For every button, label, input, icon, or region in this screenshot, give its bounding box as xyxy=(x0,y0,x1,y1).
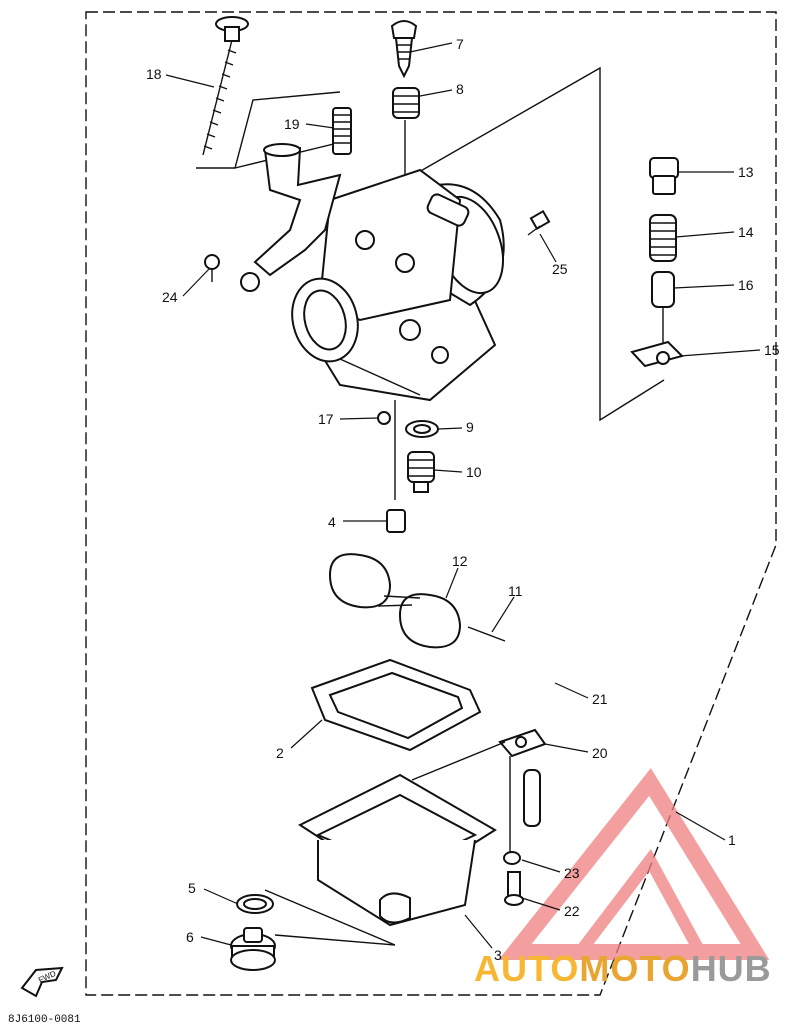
part-13-cap xyxy=(649,157,679,195)
callout-13: 13 xyxy=(738,164,754,180)
callout-15: 15 xyxy=(764,342,780,358)
part-4-main-jet xyxy=(386,509,406,533)
callout-19: 19 xyxy=(284,116,300,132)
part-7-screw xyxy=(390,20,418,79)
part-16-throttle-valve xyxy=(651,271,675,350)
part-23-washer xyxy=(503,851,521,865)
callout-6: 6 xyxy=(186,929,194,945)
callout-3: 3 xyxy=(494,947,502,963)
watermark-logo xyxy=(498,768,770,960)
part-22-screw xyxy=(504,871,524,906)
part-25-screw xyxy=(527,209,551,236)
assembly-boundary xyxy=(85,11,777,996)
part-24-screw xyxy=(204,254,220,282)
callout-9: 9 xyxy=(466,419,474,435)
callout-5: 5 xyxy=(188,880,196,896)
part-12-float xyxy=(328,553,462,649)
part-17-clip xyxy=(377,411,391,425)
part-6-drain-plug xyxy=(230,927,276,971)
watermark-brand: AUTOMOTOHUB xyxy=(474,948,772,990)
callout-16: 16 xyxy=(738,277,754,293)
part-21-tube xyxy=(523,543,618,716)
callout-14: 14 xyxy=(738,224,754,240)
callout-2: 2 xyxy=(276,745,284,761)
part-20-bracket xyxy=(498,728,547,827)
callout-20: 20 xyxy=(592,745,608,761)
figure-code: 8J6100-0081 xyxy=(8,1014,81,1026)
callout-17: 17 xyxy=(318,411,334,427)
callout-4: 4 xyxy=(328,514,336,530)
carburetor-body xyxy=(240,143,505,402)
part-3-float-bowl xyxy=(297,773,497,927)
part-2-gasket xyxy=(310,658,482,752)
callout-7: 7 xyxy=(456,36,464,52)
callout-24: 24 xyxy=(162,289,178,305)
callout-23: 23 xyxy=(564,865,580,881)
callout-21: 21 xyxy=(592,691,608,707)
watermark-part-hub: HUB xyxy=(690,948,772,989)
callout-1: 1 xyxy=(728,832,736,848)
part-15-clip-plate xyxy=(630,340,684,368)
part-14-spring xyxy=(649,214,677,262)
callout-12: 12 xyxy=(452,553,468,569)
watermark-part-auto: AUTO xyxy=(474,948,580,989)
part-9-washer xyxy=(405,420,439,438)
watermark-part-moto: MOTO xyxy=(579,948,691,989)
fwd-arrow-icon: FWD xyxy=(20,966,64,998)
part-5-o-ring xyxy=(236,894,274,914)
part-11-float-pin xyxy=(467,626,506,642)
leader-lines xyxy=(165,42,761,949)
callout-22: 22 xyxy=(564,903,580,919)
callout-25: 25 xyxy=(552,261,568,277)
part-19-group-box xyxy=(196,91,341,169)
part-18-screw xyxy=(202,16,249,156)
part-19-spring xyxy=(332,107,352,155)
callout-10: 10 xyxy=(466,464,482,480)
part-8-spring xyxy=(392,87,420,119)
callout-labels: 1 2 3 4 5 6 7 8 9 10 11 12 13 14 15 16 1… xyxy=(146,36,780,963)
callout-8: 8 xyxy=(456,81,464,97)
callout-18: 18 xyxy=(146,66,162,82)
callout-11: 11 xyxy=(508,583,523,599)
part-10-needle-jet xyxy=(407,451,435,493)
